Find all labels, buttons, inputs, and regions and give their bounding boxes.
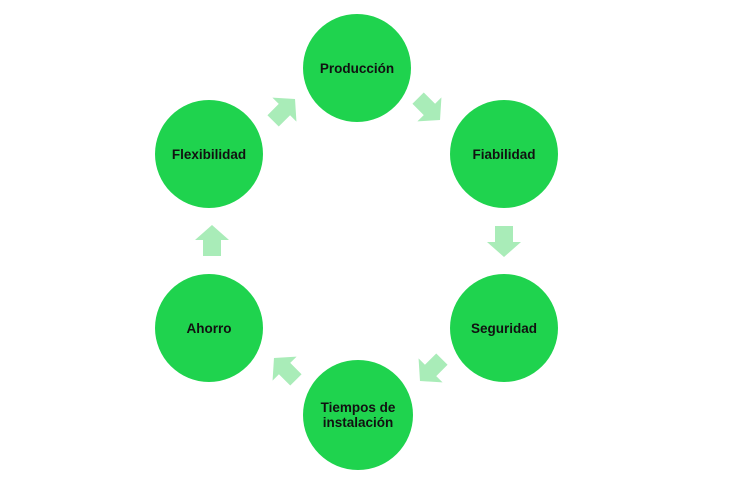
node-label-seguridad: Seguridad <box>470 320 537 336</box>
node-flexibilidad: Flexibilidad <box>155 100 263 208</box>
node-label-produccion: Producción <box>319 60 395 76</box>
node-label-ahorro: Ahorro <box>186 320 232 336</box>
node-produccion: Producción <box>303 14 411 122</box>
arrow-tiempos-to-ahorro <box>272 356 302 386</box>
node-label-flexibilidad: Flexibilidad <box>171 146 247 162</box>
arrow-fiabilidad-to-seguridad <box>487 226 521 257</box>
arrow-ahorro-to-flexibilidad <box>195 225 229 256</box>
node-tiempos-de-instalacion: Tiempos de instalación <box>303 360 413 470</box>
arrow-seguridad-to-tiempos <box>418 353 448 383</box>
arrow-produccion-to-fiabilidad <box>412 92 442 122</box>
node-label-tiempos-de-instalacion: Tiempos de instalación <box>320 400 396 430</box>
arrow-flexibilidad-to-produccion <box>267 97 297 127</box>
node-seguridad: Seguridad <box>450 274 558 382</box>
node-fiabilidad: Fiabilidad <box>450 100 558 208</box>
node-ahorro: Ahorro <box>155 274 263 382</box>
node-label-fiabilidad: Fiabilidad <box>472 146 536 162</box>
